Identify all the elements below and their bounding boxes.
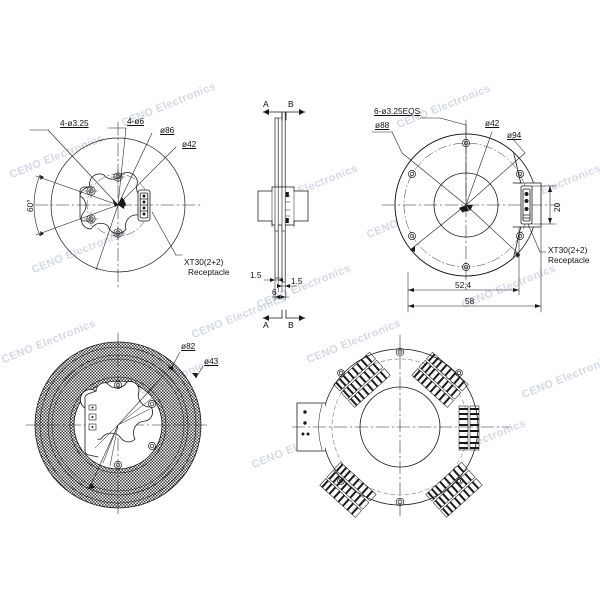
dim-right-15: 1.5 (291, 276, 303, 286)
view-top-middle (257, 109, 309, 321)
label-inner-bore-tl: ø42 (182, 139, 197, 149)
dim-inner-width-524: 52.4 (455, 280, 472, 290)
label-bolt-circle-tl: ø86 (160, 125, 175, 135)
label-connector-sub-tr: Receptacle (548, 255, 590, 265)
label-holes-large-tl: 4-ø6 (127, 116, 145, 126)
label-connector-tr: XT30(2+2) (548, 245, 588, 255)
section-mark-b-top: B (288, 99, 294, 109)
view-bottom-right (291, 334, 511, 520)
dim-height-20: 20 (552, 202, 562, 212)
section-mark-a-top: A (263, 99, 269, 109)
view-top-left (29, 121, 202, 289)
view-top-right (371, 117, 561, 313)
label-outer-dia-tr: ø94 (507, 130, 522, 140)
stator-coils (319, 351, 483, 518)
dim-outer-width-58: 58 (465, 296, 475, 306)
label-bolt-circle-tr: ø88 (375, 120, 390, 130)
label-holes-eqs-tr: 6-ø3.25EQS (374, 106, 421, 116)
label-angle-60: 60° (25, 199, 35, 212)
dim-left-15: 1.5 (250, 270, 262, 280)
label-inner-bore-tr: ø42 (485, 118, 500, 128)
section-mark-a-bottom: A (263, 320, 269, 330)
label-holes-small-tl: 4-ø3.25 (60, 118, 89, 128)
section-mark-b-bottom: B (288, 320, 294, 330)
label-outer-dia-bl: ø82 (181, 341, 196, 351)
view-bottom-left (25, 332, 211, 518)
label-connector-sub-tl: Receptacle (188, 267, 230, 277)
dim-thickness-6: 6 (272, 287, 277, 297)
label-connector-tl: XT30(2+2) (184, 257, 224, 267)
label-inner-dia-bl: ø43 (204, 356, 219, 366)
